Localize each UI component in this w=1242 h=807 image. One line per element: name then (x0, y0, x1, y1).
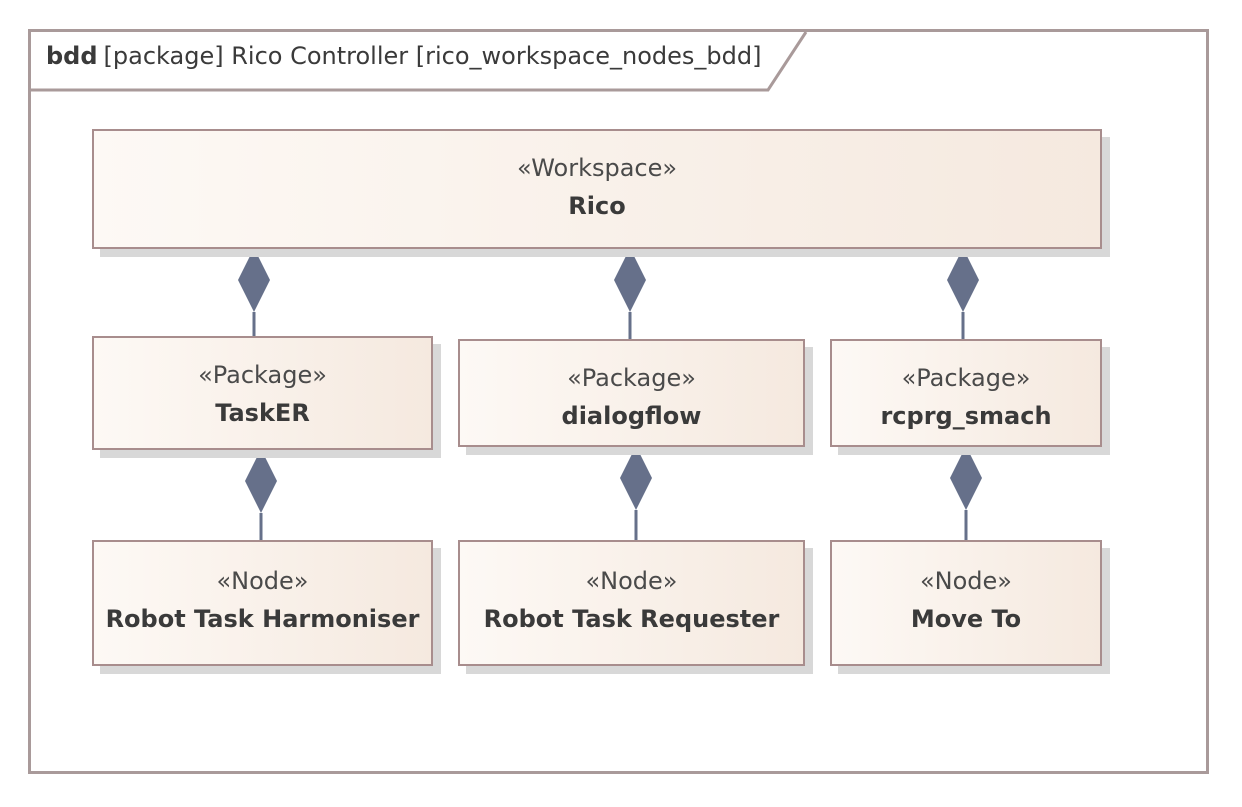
block-name: Move To (910, 605, 1022, 633)
block-name: Robot Task Harmoniser (105, 605, 420, 633)
block-node-robot-task-harmoniser[interactable]: «Node» Robot Task Harmoniser (92, 540, 433, 666)
block-name: rcprg_smach (880, 402, 1052, 430)
frame-title: bdd[package] Rico Controller [rico_works… (46, 42, 761, 70)
block-name: Robot Task Requester (483, 605, 780, 633)
block-stereotype: «Workspace» (516, 154, 678, 182)
block-name: Rico (568, 192, 626, 220)
composition-diamond (238, 248, 270, 312)
block-package-dialogflow[interactable]: «Package» dialogflow (458, 339, 805, 447)
block-name: dialogflow (561, 402, 702, 430)
block-stereotype: «Node» (919, 567, 1012, 595)
block-stereotype: «Node» (216, 567, 309, 595)
composition-diamond (947, 248, 979, 312)
block-stereotype: «Node» (585, 567, 678, 595)
composition-diamond (950, 446, 982, 510)
block-package-rcprg-smach[interactable]: «Package» rcprg_smach (830, 339, 1102, 447)
block-node-robot-task-requester[interactable]: «Node» Robot Task Requester (458, 540, 805, 666)
frame-title-text: [package] Rico Controller [rico_workspac… (103, 42, 762, 70)
block-name: TaskER (215, 399, 310, 427)
composition-diamond (245, 449, 277, 513)
frame-kind: bdd (46, 42, 98, 70)
block-workspace-rico[interactable]: «Workspace» Rico (92, 129, 1102, 249)
block-stereotype: «Package» (567, 364, 696, 392)
block-package-tasker[interactable]: «Package» TaskER (92, 336, 433, 450)
block-stereotype: «Package» (198, 361, 327, 389)
composition-diamond (620, 446, 652, 510)
block-stereotype: «Package» (901, 364, 1031, 392)
composition-diamond (614, 248, 646, 312)
block-node-move-to[interactable]: «Node» Move To (830, 540, 1102, 666)
